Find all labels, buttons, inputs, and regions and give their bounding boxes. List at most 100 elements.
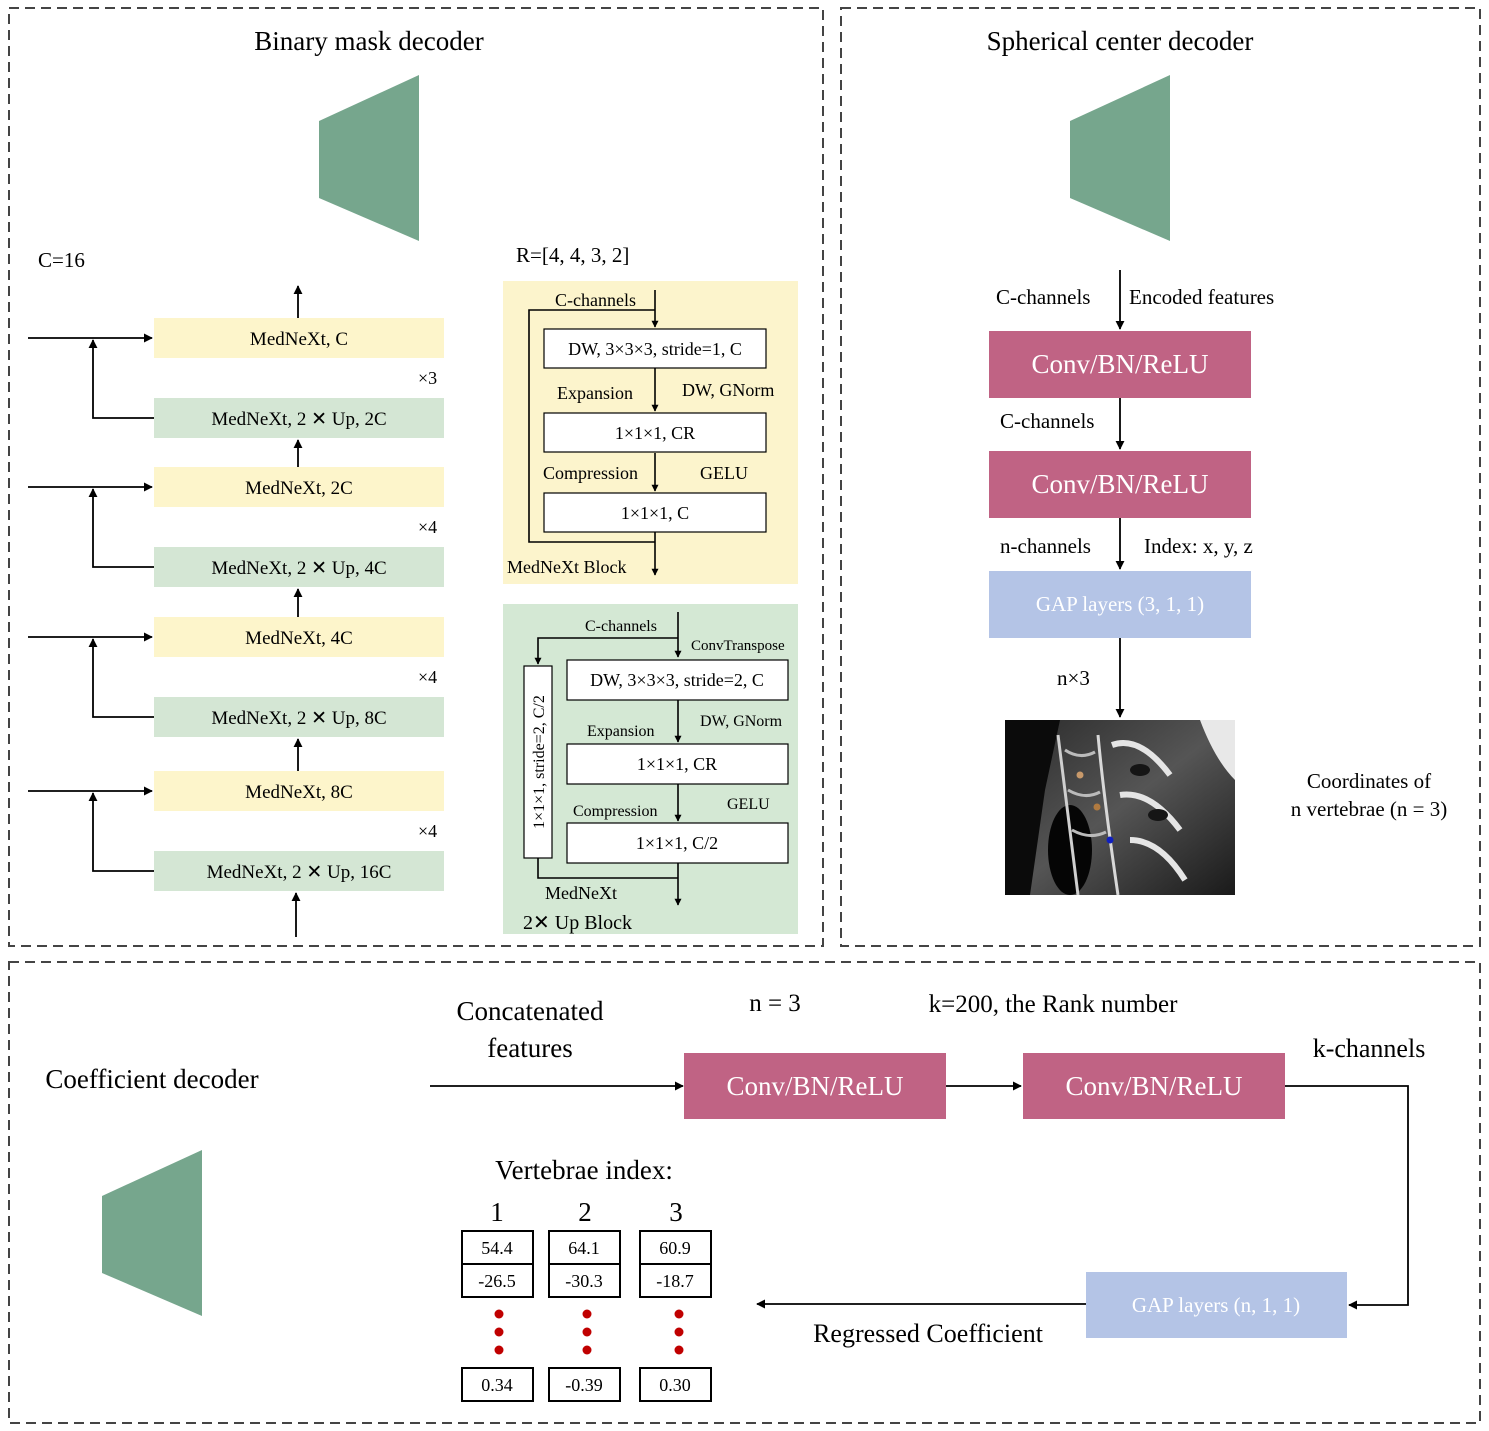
stack-block: MedNeXt, 2C — [154, 467, 444, 507]
coefficient-cell: 64.1 — [548, 1230, 621, 1265]
svg-text:1×1×1, CR: 1×1×1, CR — [637, 754, 717, 774]
up-box: 1×1×1, C/2 — [566, 822, 789, 864]
coefficient-cell: 0.34 — [461, 1367, 534, 1402]
svg-text:MedNeXt, 8C: MedNeXt, 8C — [245, 782, 353, 803]
expansion-label: Expansion — [557, 383, 633, 403]
concat-label-2: features — [487, 1033, 572, 1063]
coordinates-label-2: n vertebrae (n = 3) — [1291, 797, 1447, 821]
c-channels-label-2: C-channels — [1000, 409, 1094, 433]
stack-block: MedNeXt, 2 ✕ Up, 2C — [154, 398, 444, 438]
vertebra-index: 1 — [490, 1197, 504, 1227]
stack-block: MedNeXt, 2 ✕ Up, 8C — [154, 697, 444, 737]
mednext-in-label: C-channels — [555, 290, 636, 310]
repeat-label: ×4 — [418, 517, 437, 537]
coordinates-label-1: Coordinates of — [1307, 769, 1431, 793]
svg-text:-0.39: -0.39 — [565, 1375, 603, 1395]
svg-text:-18.7: -18.7 — [656, 1271, 694, 1291]
svg-text:MedNeXt, 2C: MedNeXt, 2C — [245, 478, 353, 499]
coefficient-cell: 60.9 — [639, 1230, 712, 1265]
up-block-name-2: 2✕ Up Block — [523, 912, 632, 934]
svg-text:MedNeXt, C: MedNeXt, C — [250, 329, 348, 350]
svg-text:-30.3: -30.3 — [565, 1271, 603, 1291]
n-label: n = 3 — [749, 990, 801, 1017]
regressed-label: Regressed Coefficient — [813, 1319, 1044, 1348]
coefficient-panel-border — [8, 961, 1481, 1424]
vertebra-center-dot — [1076, 771, 1084, 779]
up-dw-gnorm-label: DW, GNorm — [700, 713, 783, 730]
c-label: C=16 — [38, 248, 85, 272]
svg-text:GAP layers (3, 1, 1): GAP layers (3, 1, 1) — [1036, 592, 1204, 616]
spherical-panel-border — [840, 7, 1481, 947]
svg-text:1×1×1, CR: 1×1×1, CR — [615, 423, 695, 443]
vertebrae-index-label: Vertebrae index: — [495, 1155, 673, 1185]
c-channels-label: C-channels — [996, 285, 1090, 309]
conv-bn-relu-block: Conv/BN/ReLU — [684, 1053, 946, 1119]
coefficient-cell: 54.4 — [461, 1230, 534, 1265]
n3-label: n×3 — [1057, 666, 1090, 690]
svg-text:54.4: 54.4 — [481, 1238, 513, 1258]
up-box: DW, 3×3×3, stride=2, C — [566, 659, 789, 701]
stack-block: MedNeXt, 4C — [154, 617, 444, 657]
concat-label-1: Concatenated — [457, 996, 604, 1026]
svg-text:Conv/BN/ReLU: Conv/BN/ReLU — [1031, 349, 1208, 379]
vertebra-index: 3 — [669, 1197, 683, 1227]
stack-block: MedNeXt, C — [154, 318, 444, 358]
stack-block: MedNeXt, 8C — [154, 771, 444, 811]
stack-block: MedNeXt, 2 ✕ Up, 16C — [154, 851, 444, 891]
ellipsis-dots — [674, 1309, 684, 1355]
vertebra-center-dot — [1106, 836, 1114, 844]
coefficient-cell: -18.7 — [639, 1263, 712, 1298]
conv-bn-relu-block: Conv/BN/ReLU — [1023, 1053, 1285, 1119]
svg-text:GAP layers (n, 1, 1): GAP layers (n, 1, 1) — [1132, 1293, 1300, 1317]
compression-label: Compression — [543, 463, 638, 483]
gelu-label: GELU — [700, 463, 748, 483]
up-side-box: 1×1×1, stride=2, C/2 — [523, 665, 553, 859]
svg-text:Conv/BN/ReLU: Conv/BN/ReLU — [726, 1071, 903, 1101]
decoder-trapezoid-icon — [1070, 75, 1170, 241]
vertebra-center-dot — [1093, 803, 1101, 811]
svg-text:60.9: 60.9 — [659, 1238, 691, 1258]
repeat-label: ×4 — [418, 667, 437, 687]
ellipsis-dots — [582, 1309, 592, 1355]
stack-block: MedNeXt, 2 ✕ Up, 4C — [154, 547, 444, 587]
mednext-box: 1×1×1, C — [543, 492, 767, 533]
repeat-label: ×4 — [418, 821, 437, 841]
coefficient-cell: -0.39 — [548, 1367, 621, 1402]
ellipsis-dots — [494, 1309, 504, 1355]
svg-text:MedNeXt, 2 ✕ Up, 2C: MedNeXt, 2 ✕ Up, 2C — [211, 409, 386, 430]
svg-text:MedNeXt, 2 ✕ Up, 8C: MedNeXt, 2 ✕ Up, 8C — [211, 708, 386, 729]
conv-transpose-label: ConvTranspose — [691, 638, 785, 654]
binary-title: Binary mask decoder — [254, 26, 483, 56]
vertebra-index: 2 — [578, 1197, 592, 1227]
up-expansion-label: Expansion — [587, 723, 655, 740]
dw-gnorm-label: DW, GNorm — [682, 380, 774, 400]
decoder-trapezoid-icon — [102, 1150, 202, 1316]
binary-panel-border — [8, 7, 824, 947]
mednext-box: 1×1×1, CR — [543, 412, 767, 453]
svg-text:-26.5: -26.5 — [478, 1271, 516, 1291]
svg-text:Conv/BN/ReLU: Conv/BN/ReLU — [1031, 469, 1208, 499]
k-label: k=200, the Rank number — [929, 991, 1178, 1018]
mednext-block-name: MedNeXt Block — [507, 557, 626, 577]
up-compression-label: Compression — [573, 803, 657, 820]
gap-layer-block: GAP layers (3, 1, 1) — [989, 571, 1251, 638]
coefficient-cell: -30.3 — [548, 1263, 621, 1298]
up-gelu-label: GELU — [727, 796, 770, 813]
k-channels-label: k-channels — [1313, 1034, 1426, 1063]
ct-spine-image — [1005, 720, 1235, 896]
svg-text:MedNeXt, 2 ✕ Up, 4C: MedNeXt, 2 ✕ Up, 4C — [211, 558, 386, 579]
up-box: 1×1×1, CR — [566, 743, 789, 785]
svg-text:64.1: 64.1 — [568, 1238, 600, 1258]
coefficient-cell: -26.5 — [461, 1263, 534, 1298]
repeat-label: ×3 — [418, 368, 437, 388]
svg-text:1×1×1, C/2: 1×1×1, C/2 — [636, 833, 718, 853]
svg-text:DW, 3×3×3, stride=2, C: DW, 3×3×3, stride=2, C — [590, 670, 764, 690]
coefficient-cell: 0.30 — [639, 1367, 712, 1402]
mednext-box: DW, 3×3×3, stride=1, C — [543, 328, 767, 369]
svg-text:DW, 3×3×3, stride=1, C: DW, 3×3×3, stride=1, C — [568, 339, 742, 359]
index-label: Index: x, y, z — [1144, 534, 1253, 558]
svg-text:1×1×1, stride=2, C/2: 1×1×1, stride=2, C/2 — [531, 695, 548, 829]
svg-text:MedNeXt, 4C: MedNeXt, 4C — [245, 628, 353, 649]
up-block-name-1: MedNeXt — [545, 883, 617, 903]
